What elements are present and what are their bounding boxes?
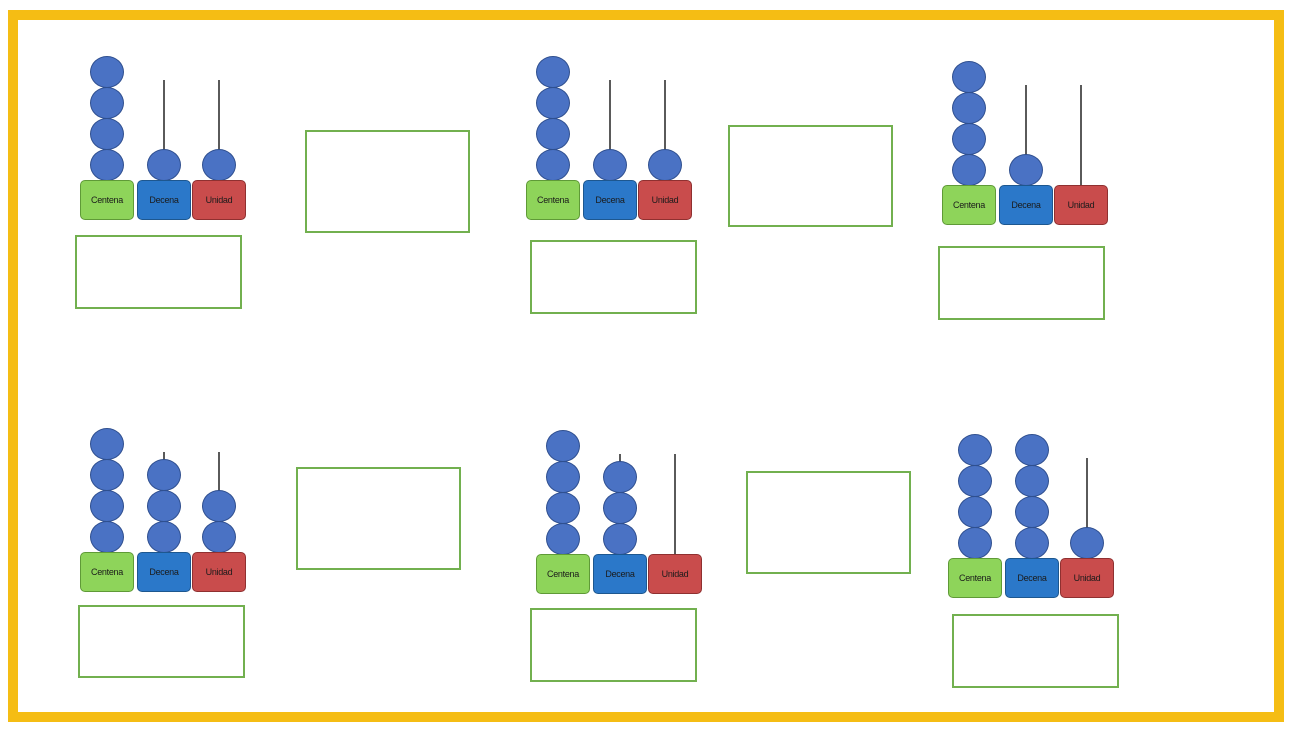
- decena-label: Decena: [137, 552, 191, 592]
- worksheet-frame: [8, 10, 1284, 722]
- centena-bead: [952, 92, 986, 124]
- centena-label: Centena: [536, 554, 590, 594]
- centena-bead: [546, 492, 580, 524]
- unidad-label: Unidad: [1060, 558, 1114, 598]
- centena-bead: [90, 521, 124, 553]
- decena-rod: [163, 80, 165, 180]
- decena-label: Decena: [583, 180, 637, 220]
- decena-bead: [1015, 496, 1049, 528]
- unidad-bead: [1070, 527, 1104, 559]
- centena-bead: [90, 490, 124, 522]
- centena-bead: [958, 527, 992, 559]
- centena-label: Centena: [942, 185, 996, 225]
- centena-bead: [90, 56, 124, 88]
- centena-bead: [546, 430, 580, 462]
- centena-bead: [90, 87, 124, 119]
- side-answer-box-1[interactable]: [305, 130, 470, 233]
- answer-box-5[interactable]: [530, 608, 697, 682]
- centena-bead: [958, 465, 992, 497]
- decena-bead: [1015, 527, 1049, 559]
- side-answer-box-5[interactable]: [746, 471, 911, 574]
- centena-bead: [90, 149, 124, 181]
- answer-box-2[interactable]: [530, 240, 697, 314]
- unidad-bead: [202, 521, 236, 553]
- unidad-rod: [664, 80, 666, 180]
- side-answer-box-2[interactable]: [728, 125, 893, 227]
- centena-bead: [952, 123, 986, 155]
- decena-bead: [603, 492, 637, 524]
- unidad-bead: [202, 490, 236, 522]
- answer-box-6[interactable]: [952, 614, 1119, 688]
- centena-bead: [958, 496, 992, 528]
- centena-label: Centena: [80, 180, 134, 220]
- unidad-bead: [648, 149, 682, 181]
- centena-label: Centena: [80, 552, 134, 592]
- decena-label: Decena: [593, 554, 647, 594]
- decena-label: Decena: [1005, 558, 1059, 598]
- centena-bead: [952, 61, 986, 93]
- decena-bead: [1009, 154, 1043, 186]
- decena-label: Decena: [999, 185, 1053, 225]
- unidad-label: Unidad: [648, 554, 702, 594]
- centena-label: Centena: [526, 180, 580, 220]
- centena-bead: [546, 461, 580, 493]
- decena-bead: [1015, 434, 1049, 466]
- centena-bead: [536, 118, 570, 150]
- centena-bead: [546, 523, 580, 555]
- decena-rod: [1025, 85, 1027, 185]
- answer-box-3[interactable]: [938, 246, 1105, 320]
- centena-bead: [952, 154, 986, 186]
- decena-bead: [603, 461, 637, 493]
- centena-bead: [90, 118, 124, 150]
- unidad-label: Unidad: [638, 180, 692, 220]
- centena-bead: [90, 428, 124, 460]
- centena-label: Centena: [948, 558, 1002, 598]
- centena-bead: [958, 434, 992, 466]
- unidad-label: Unidad: [192, 180, 246, 220]
- decena-bead: [1015, 465, 1049, 497]
- decena-label: Decena: [137, 180, 191, 220]
- decena-bead: [147, 149, 181, 181]
- decena-bead: [603, 523, 637, 555]
- centena-bead: [536, 87, 570, 119]
- unidad-label: Unidad: [192, 552, 246, 592]
- unidad-label: Unidad: [1054, 185, 1108, 225]
- decena-bead: [147, 521, 181, 553]
- decena-bead: [147, 490, 181, 522]
- unidad-rod: [1086, 458, 1088, 558]
- answer-box-4[interactable]: [78, 605, 245, 678]
- decena-bead: [147, 459, 181, 491]
- unidad-bead: [202, 149, 236, 181]
- centena-bead: [536, 56, 570, 88]
- unidad-rod: [218, 80, 220, 180]
- side-answer-box-4[interactable]: [296, 467, 461, 570]
- centena-bead: [90, 459, 124, 491]
- unidad-rod: [1080, 85, 1082, 185]
- unidad-rod: [674, 454, 676, 554]
- centena-bead: [536, 149, 570, 181]
- decena-rod: [609, 80, 611, 180]
- answer-box-1[interactable]: [75, 235, 242, 309]
- decena-bead: [593, 149, 627, 181]
